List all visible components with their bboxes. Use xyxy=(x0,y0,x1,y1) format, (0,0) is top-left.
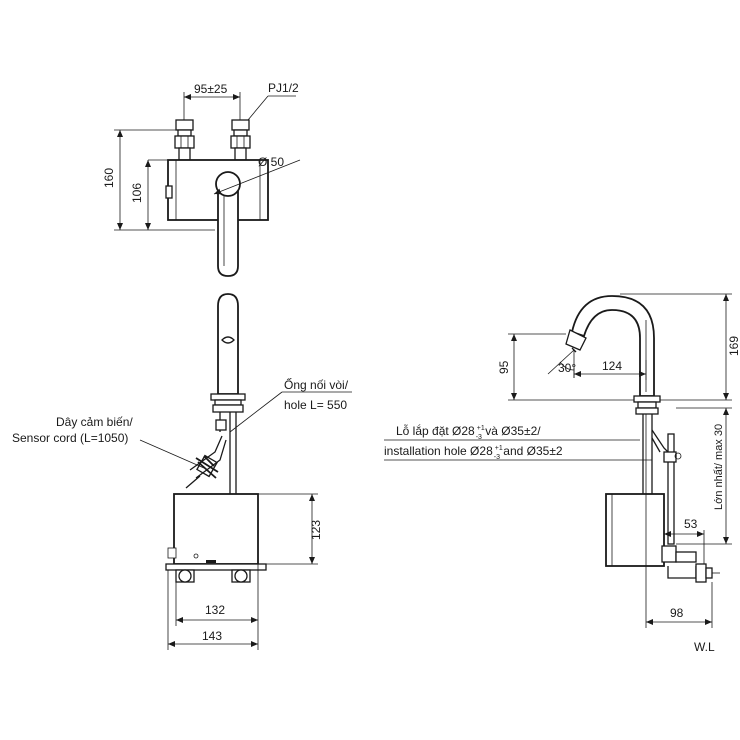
dim-123-label: 123 xyxy=(309,520,323,540)
right-fitting xyxy=(230,119,251,161)
hole-label-vn: Lỗ lắp đặt Ø28+1-3 và Ø35±2/ xyxy=(396,423,541,441)
dim-d50-label: Ø 50 xyxy=(258,155,284,169)
control-box xyxy=(173,493,259,565)
left-fitting xyxy=(174,119,195,161)
side-control-box xyxy=(605,493,665,567)
hose-label-en: hole L= 550 xyxy=(284,398,347,412)
spout-side xyxy=(570,295,655,397)
spout-front xyxy=(217,293,239,395)
sensor-label-vn: Dây cảm biến/ xyxy=(56,415,133,429)
dim-160-label: 160 xyxy=(102,168,116,188)
front-view: 123 132 143 Ống nối vòi/ hole L= 550 Dây… xyxy=(12,293,352,650)
hose-label-vn: Ống nối vòi/ xyxy=(284,377,349,392)
hole-label-en: installation hole Ø28+1-3 and Ø35±2 xyxy=(384,444,563,461)
top-view: 95±25 PJ1/2 160 106 xyxy=(102,81,301,277)
dim-95-25-label: 95±25 xyxy=(194,82,228,96)
spout-base-circle xyxy=(215,171,241,197)
dim-124-label: 124 xyxy=(602,359,622,373)
sensor-label-en: Sensor cord (L=1050) xyxy=(12,431,128,445)
dim-95-label: 95 xyxy=(497,360,511,374)
dim-169-label: 169 xyxy=(727,336,740,356)
angle-30-label: 30° xyxy=(558,361,576,375)
spout-top-view xyxy=(217,181,239,277)
side-view: 95 30° 124 169 Lớn nhất/ max 30 Lỗ lắp đ… xyxy=(384,293,740,654)
max-30-label: Lớn nhất/ max 30 xyxy=(713,424,725,510)
dim-132-label: 132 xyxy=(205,603,225,617)
dim-143-label: 143 xyxy=(202,629,222,643)
pj-label: PJ1/2 xyxy=(268,81,299,95)
dim-53-label: 53 xyxy=(684,517,698,531)
dim-106-label: 106 xyxy=(130,183,144,203)
wl-label: W.L xyxy=(694,640,715,654)
dim-98-label: 98 xyxy=(670,606,684,620)
